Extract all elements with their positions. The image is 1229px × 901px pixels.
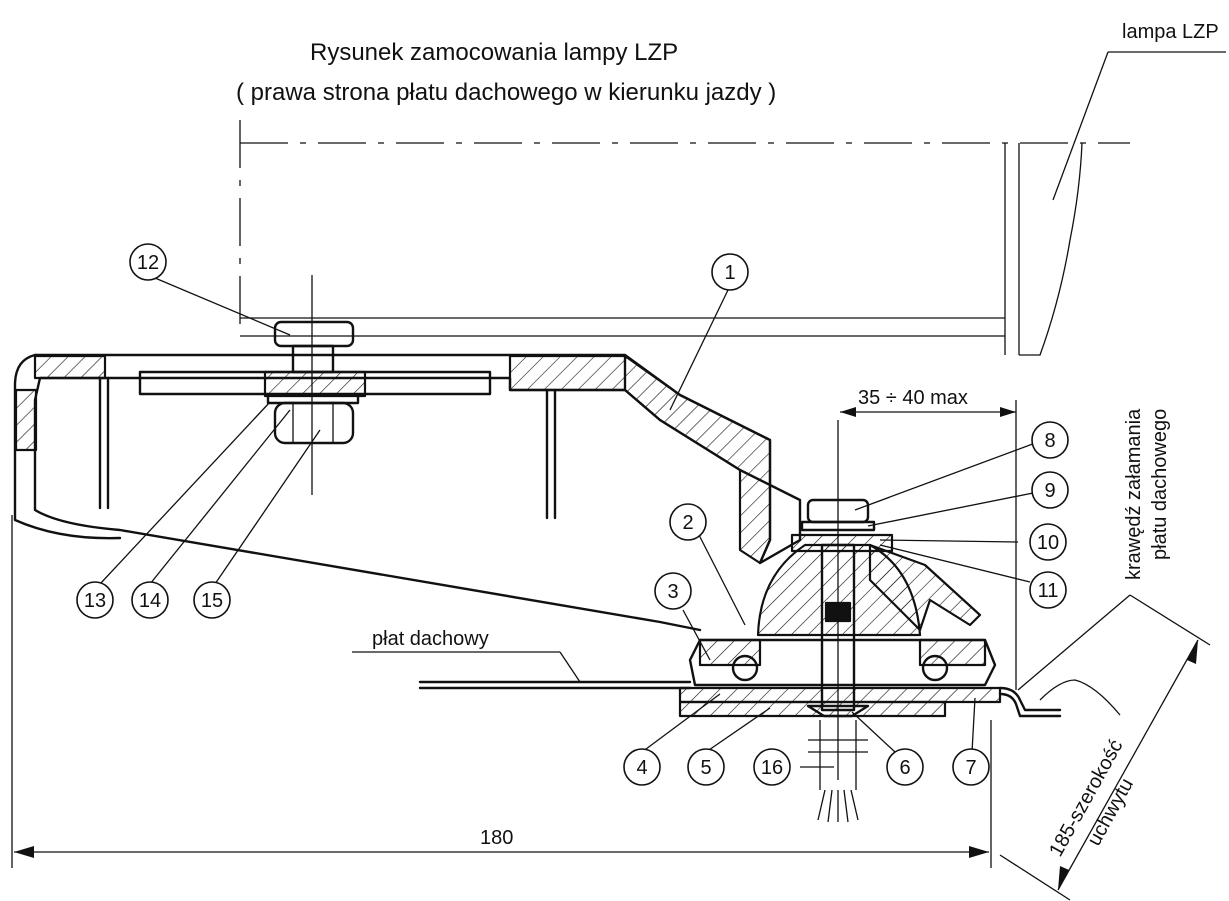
bolt-12-assembly xyxy=(266,275,360,495)
leader-lines xyxy=(99,277,1039,768)
part-number-6: 6 xyxy=(886,748,924,786)
dimension-clearance xyxy=(840,400,1017,690)
part-number-16: 16 xyxy=(753,748,791,786)
part-number-5: 5 xyxy=(687,748,725,786)
part-number-9: 9 xyxy=(1031,471,1069,509)
svg-text:11: 11 xyxy=(1038,580,1059,602)
svg-text:7: 7 xyxy=(965,757,976,779)
part-number-1: 1 xyxy=(711,253,749,291)
part-number-10: 10 xyxy=(1029,523,1067,561)
cable-16 xyxy=(808,720,868,823)
bracket xyxy=(13,353,802,632)
part-number-2: 2 xyxy=(669,503,707,541)
lower-mount xyxy=(678,420,1002,780)
dimension-total-label: 180 xyxy=(480,827,513,849)
svg-text:5: 5 xyxy=(700,757,711,779)
part-number-3: 3 xyxy=(654,572,692,610)
svg-text:9: 9 xyxy=(1044,480,1055,502)
svg-text:14: 14 xyxy=(139,590,161,612)
dimension-clearance-label: 35 ÷ 40 max xyxy=(858,387,968,409)
svg-text:10: 10 xyxy=(1037,532,1059,554)
svg-text:15: 15 xyxy=(201,590,223,612)
drawing-subtitle: ( prawa strona płatu dachowego w kierunk… xyxy=(236,79,776,106)
fold-edge-label-1: krawędź załamania xyxy=(1123,408,1145,580)
part-number-4: 4 xyxy=(623,748,661,786)
lamp-body xyxy=(239,51,1226,356)
part-number-11: 11 xyxy=(1029,571,1067,609)
fold-edge-label-2: płatu dachowego xyxy=(1149,409,1171,560)
part-number-13: 13 xyxy=(76,581,114,619)
part-number-7: 7 xyxy=(952,748,990,786)
drawing-title: Rysunek zamocowania lampy LZP xyxy=(310,39,678,66)
svg-text:4: 4 xyxy=(636,757,647,779)
svg-text:1: 1 xyxy=(724,262,735,284)
svg-text:16: 16 xyxy=(761,757,783,779)
lamp-label: lampa LZP xyxy=(1122,21,1219,43)
svg-text:13: 13 xyxy=(84,590,106,612)
dimension-width xyxy=(999,594,1211,901)
svg-text:2: 2 xyxy=(682,512,693,534)
svg-text:8: 8 xyxy=(1044,430,1055,452)
part-number-14: 14 xyxy=(131,581,169,619)
roof-panel xyxy=(352,594,1131,718)
svg-text:3: 3 xyxy=(667,581,678,603)
dimension-total xyxy=(11,515,992,868)
part-number-8: 8 xyxy=(1031,421,1069,459)
part-number-12: 12 xyxy=(129,243,167,281)
svg-text:6: 6 xyxy=(899,757,910,779)
part-number-15: 15 xyxy=(193,581,231,619)
svg-text:12: 12 xyxy=(137,252,159,274)
roof-panel-label: płat dachowy xyxy=(372,628,489,650)
